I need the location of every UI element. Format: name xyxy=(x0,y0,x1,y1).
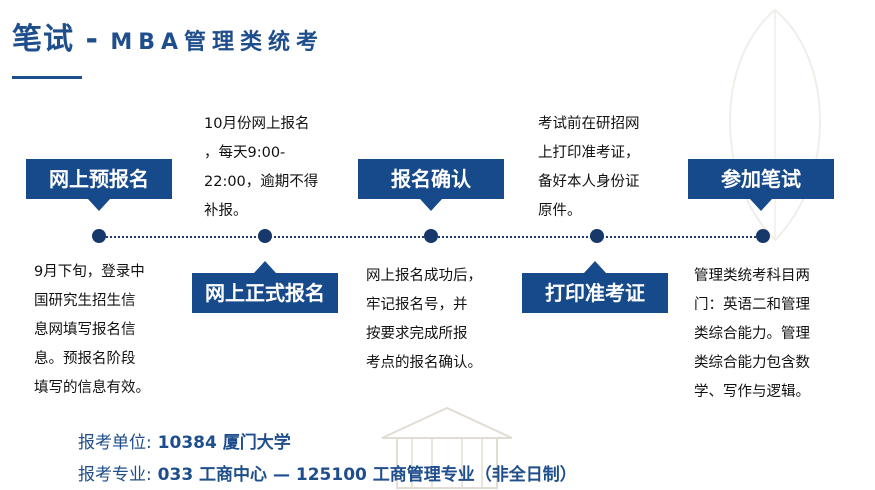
title-subtitle: MBA管理类统考 xyxy=(110,30,325,55)
apply-unit-row: 报考单位: 10384 厦门大学 xyxy=(78,428,291,453)
step-label-print-ticket: 打印准考证 xyxy=(522,261,668,313)
title-dash: - xyxy=(85,22,99,57)
step-label-exam: 参加笔试 xyxy=(688,159,834,211)
timeline-dot xyxy=(92,229,106,243)
apply-major-label: 报考专业: xyxy=(78,465,152,485)
step-desc-print-ticket: 考试前在研招网 上打印准考证， 备好本人身份证 原件。 xyxy=(538,116,640,219)
page-title: 笔试 - MBA管理类统考 xyxy=(12,14,324,58)
step-desc-exam: 管理类统考科目两 门：英语二和管理 类综合能力。管理 类综合能力包含数 学、写作… xyxy=(694,268,810,400)
step-label-formal-register: 网上正式报名 xyxy=(192,261,338,313)
timeline-dot xyxy=(756,229,770,243)
timeline-dot xyxy=(424,229,438,243)
step-desc-confirm: 网上报名成功后， 牢记报名号，并 按要求完成所报 考点的报名确认。 xyxy=(366,268,482,371)
leaf-decoration-icon xyxy=(729,8,821,242)
apply-major-row: 报考专业: 033 工商中心 — 125100 工商管理专业（非全日制） xyxy=(78,460,577,485)
step-desc-formal-register: 10月份网上报名 ，每天9:00- 22:00，逾期不得 补报。 xyxy=(204,116,319,219)
apply-major-value: 033 工商中心 — 125100 工商管理专业（非全日制） xyxy=(157,465,577,485)
building-decoration-icon xyxy=(381,406,513,489)
apply-unit-label: 报考单位: xyxy=(78,433,152,453)
step-label-preregister: 网上预报名 xyxy=(26,159,172,211)
timeline-dot xyxy=(258,229,272,243)
step-label-confirm: 报名确认 xyxy=(358,159,504,211)
title-main: 笔试 xyxy=(12,22,74,57)
timeline-dot xyxy=(590,229,604,243)
step-desc-preregister: 9月下旬，登录中 国研究生招生信 息网填写报名信 息。预报名阶段 填写的信息有效… xyxy=(34,264,150,396)
title-underline xyxy=(12,76,82,79)
apply-unit-value: 10384 厦门大学 xyxy=(157,433,291,453)
